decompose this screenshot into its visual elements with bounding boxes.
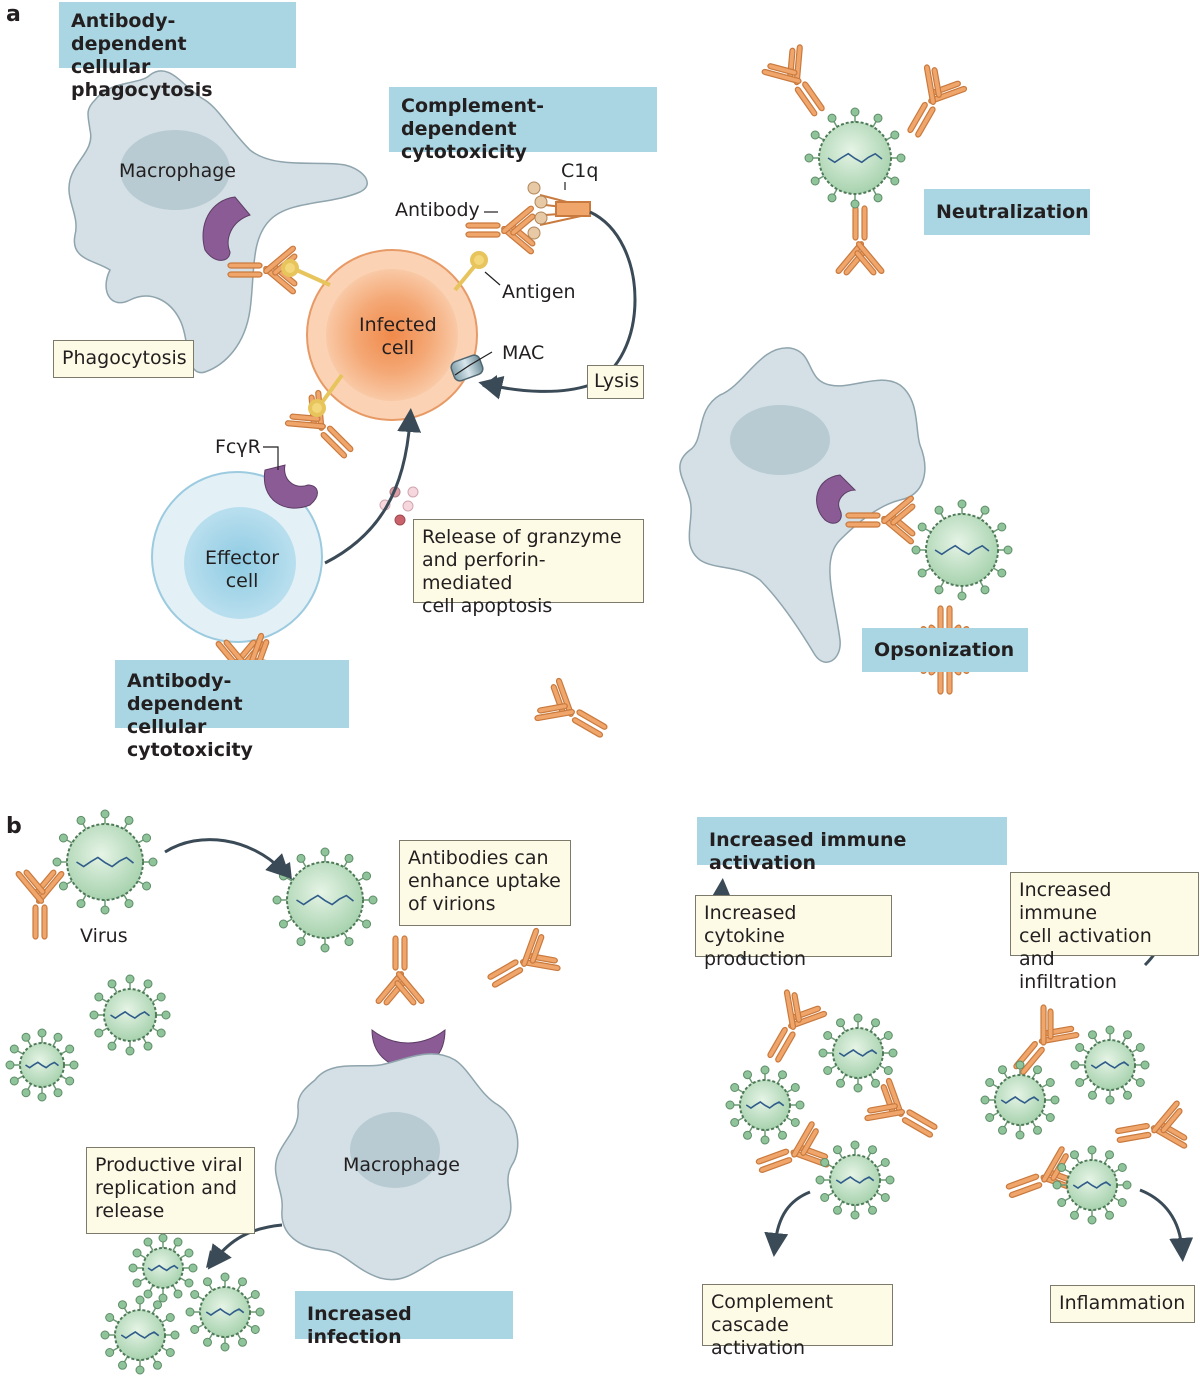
antibody-icon <box>487 927 561 988</box>
complement-cascade-note: Complement cascade activation <box>702 1284 893 1359</box>
immune-cell-note: Increased immune cell activation and inf… <box>1010 872 1199 993</box>
virus-icon <box>1070 1025 1150 1105</box>
antibody-label: Antibody <box>395 199 480 221</box>
virus-icon <box>804 107 906 209</box>
virus-icon <box>100 1295 180 1375</box>
virus-icon <box>89 974 171 1056</box>
antibody-icon <box>1115 1100 1188 1149</box>
productive-note: Productive viral replication and release <box>86 1147 255 1234</box>
antibody-icon <box>767 989 828 1063</box>
virus-icon <box>1052 1145 1132 1225</box>
virus-group <box>5 107 1150 1375</box>
macrophage-b-nucleus <box>350 1112 440 1188</box>
antibody-icon <box>15 869 65 940</box>
antibody-icon <box>835 205 885 276</box>
effector-cell-label: Effector cell <box>205 547 280 592</box>
neutralization-label: Neutralization <box>924 189 1090 235</box>
antigen-label: Antigen <box>502 281 576 303</box>
macrophage-opsonization-icon <box>679 347 926 663</box>
virus-icon <box>52 809 158 915</box>
virus-icon <box>128 1233 198 1303</box>
granzyme-note: Release of granzyme and perforin-mediate… <box>413 519 644 617</box>
enhance-uptake-note: Antibodies can enhance uptake of virions <box>399 840 571 926</box>
inflammation-note: Inflammation <box>1050 1285 1195 1323</box>
opsonization-label: Opsonization <box>862 628 1028 672</box>
antibody-icon <box>864 1077 938 1138</box>
antibody-icon <box>1013 1004 1080 1076</box>
antigen-icon <box>470 251 488 269</box>
virus-icon <box>185 1272 265 1352</box>
fc-receptor-icon <box>263 464 318 509</box>
antibody-icon <box>761 44 825 117</box>
infected-cell-label: Infected cell <box>359 314 437 359</box>
antibody-icon <box>534 677 608 738</box>
antibody-icon <box>227 245 298 295</box>
virus-icon <box>980 1060 1060 1140</box>
antigen-icon <box>308 399 326 417</box>
virus-icon <box>5 1028 79 1102</box>
c1q-label: C1q <box>561 160 599 182</box>
adcp-label: Antibody-dependent cellular phagocytosis <box>59 2 296 101</box>
virus-icon <box>815 1140 895 1220</box>
virus-icon <box>818 1013 898 1093</box>
adcc-label: Antibody-dependent cellular cytotoxicity <box>115 660 349 761</box>
c1q-icon <box>539 194 591 226</box>
antibody-icon <box>755 1121 830 1173</box>
phagocytosis-note: Phagocytosis <box>53 340 194 378</box>
virus-icon <box>725 1065 805 1145</box>
macrophage-nucleus <box>120 130 230 210</box>
macrophage-label: Macrophage <box>119 160 236 182</box>
cdc-label: Complement-dependent cytotoxicity <box>389 87 657 163</box>
panel-a-label: a <box>6 2 21 27</box>
lysis-note: Lysis <box>587 365 644 399</box>
macrophage-b-label: Macrophage <box>343 1154 460 1176</box>
cytokine-note: Increased cytokine production <box>695 895 892 970</box>
antibody-icon <box>907 64 968 138</box>
fc-receptor-icon <box>816 474 857 524</box>
fcgr-label: FcγR <box>215 436 261 458</box>
panel-b-label: b <box>6 814 22 839</box>
mac-label: MAC <box>502 342 545 364</box>
virus-icon <box>272 847 378 953</box>
increased-infection-label: Increased infection <box>295 1291 513 1348</box>
antibody-icon <box>375 935 425 1006</box>
antigen-icon <box>281 259 299 277</box>
virus-icon <box>911 499 1013 601</box>
virus-label: Virus <box>80 925 128 947</box>
antibody-icon <box>465 205 536 255</box>
increased-immune-label: Increased immune activation <box>697 817 1007 874</box>
fc-receptor-icon <box>202 196 251 261</box>
antibody-icon <box>845 495 916 545</box>
